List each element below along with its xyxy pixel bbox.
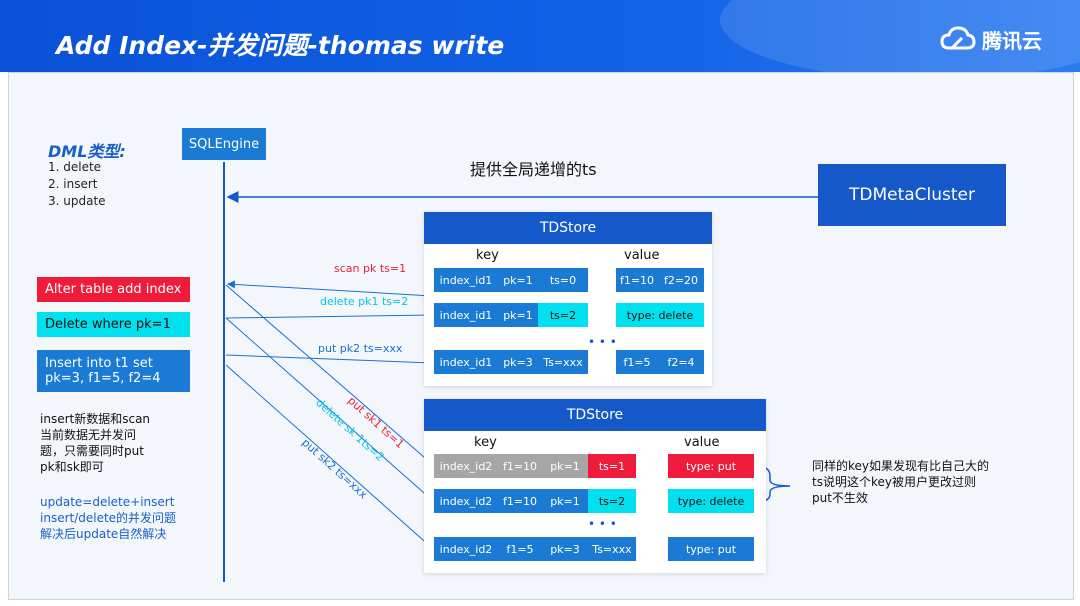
logo-text: 腾讯云 <box>982 28 1042 53</box>
value-cell: f1=10 <box>616 268 658 292</box>
note-line: insert/delete的并发问题 <box>40 511 177 525</box>
insert-op-line: Insert into t1 set <box>45 356 153 371</box>
note-line: insert新数据和scan <box>40 412 151 426</box>
value-cell: type: put <box>668 454 754 478</box>
put-pk-arrow <box>225 354 433 367</box>
header-bar: Add Index-并发问题-thomas write 腾讯云 <box>0 0 1080 72</box>
key-cell: index_id2 <box>434 537 498 561</box>
tdstore-title: TDStore <box>424 399 766 431</box>
note-insert-scan: insert新数据和scan 当前数据无并发问 题，只需要同时put pk和sk… <box>40 411 150 475</box>
alter-table-op: Alter table add index <box>37 277 190 302</box>
tdstore-secondary: TDStore key value • • • index_id2 f1=10 … <box>424 399 766 573</box>
note-line: 解决后update自然解决 <box>40 527 167 541</box>
key-cell: ts=2 <box>588 489 636 513</box>
key-cell: pk=3 <box>498 350 538 374</box>
key-header: key <box>474 435 497 450</box>
value-cell: f2=4 <box>658 350 704 374</box>
value-header: value <box>624 248 660 263</box>
key-cell: ts=0 <box>538 268 588 292</box>
note-update: update=delete+insert insert/delete的并发问题 … <box>40 494 176 542</box>
insert-op: Insert into t1 set pk=3, f1=5, f2=4 <box>37 350 190 392</box>
header-wave-decoration <box>720 0 1080 72</box>
put-pk-label: put pk2 ts=xxx <box>318 342 403 355</box>
cloud-icon <box>940 26 976 50</box>
put-sk-arrow <box>225 284 433 465</box>
delete-sk-arrow <box>225 317 433 501</box>
note-line: 同样的key如果发现有比自己大的 <box>812 459 990 473</box>
scan-arrow <box>227 280 433 297</box>
key-cell: f1=5 <box>498 537 542 561</box>
key-cell: f1=10 <box>498 489 542 513</box>
value-cell: f1=5 <box>616 350 658 374</box>
note-line: update=delete+insert <box>40 495 175 509</box>
key-cell: index_id2 <box>434 454 498 478</box>
dml-item: 3. update <box>48 194 106 208</box>
key-cell: Ts=xxx <box>538 350 588 374</box>
value-cell: f2=20 <box>658 268 704 292</box>
value-header: value <box>684 435 720 450</box>
insert-op-line: pk=3, f1=5, f2=4 <box>45 371 161 386</box>
dml-item: 1. delete <box>48 160 102 174</box>
key-cell: index_id1 <box>434 303 498 327</box>
key-cell: pk=1 <box>498 303 538 327</box>
note-line: put不生效 <box>812 491 868 505</box>
note-line: 当前数据无并发问 <box>40 428 137 442</box>
sqlengine-box: SQLEngine <box>182 128 266 160</box>
delete-pk-arrow <box>225 311 433 320</box>
value-cell: type: put <box>668 537 754 561</box>
key-cell: Ts=xxx <box>588 537 636 561</box>
key-header: key <box>476 248 499 263</box>
value-cell: type: delete <box>668 489 754 513</box>
key-cell: pk=1 <box>542 489 588 513</box>
delete-pk-label: delete pk1 ts=2 <box>320 295 409 308</box>
key-cell: f1=10 <box>498 454 542 478</box>
key-cell: index_id1 <box>434 268 498 292</box>
tdstore-primary: TDStore key value • • • index_id1 pk=1 t… <box>424 212 712 386</box>
tdstore-title: TDStore <box>424 212 712 244</box>
meta-arrow-label: 提供全局递增的ts <box>470 160 597 179</box>
dml-item: 2. insert <box>48 177 98 191</box>
ellipsis: • • • <box>588 517 617 531</box>
value-cell: type: delete <box>616 303 704 327</box>
key-cell: pk=3 <box>542 537 588 561</box>
dml-title: DML类型: <box>48 142 126 161</box>
delete-op: Delete where pk=1 <box>37 312 190 337</box>
note-line: 题，只需要同时put <box>40 444 144 458</box>
note-line: pk和sk即可 <box>40 460 104 474</box>
tdmetacluster-box: TDMetaCluster <box>818 164 1006 226</box>
key-cell: ts=2 <box>538 303 588 327</box>
scan-label: scan pk ts=1 <box>334 262 407 275</box>
put-sk2-arrow <box>225 364 433 549</box>
note-put-rule: 同样的key如果发现有比自己大的 ts说明这个key被用户更改过则 put不生效 <box>812 458 989 506</box>
ellipsis: • • • <box>588 335 617 349</box>
key-cell: ts=1 <box>588 454 636 478</box>
key-cell: pk=1 <box>542 454 588 478</box>
key-cell: index_id1 <box>434 350 498 374</box>
key-cell: pk=1 <box>498 268 538 292</box>
tencent-cloud-logo: 腾讯云 <box>940 24 1042 54</box>
page-title: Add Index-并发问题-thomas write <box>56 31 505 60</box>
note-line: ts说明这个key被用户更改过则 <box>812 475 976 489</box>
brace <box>755 465 791 503</box>
key-cell: index_id2 <box>434 489 498 513</box>
